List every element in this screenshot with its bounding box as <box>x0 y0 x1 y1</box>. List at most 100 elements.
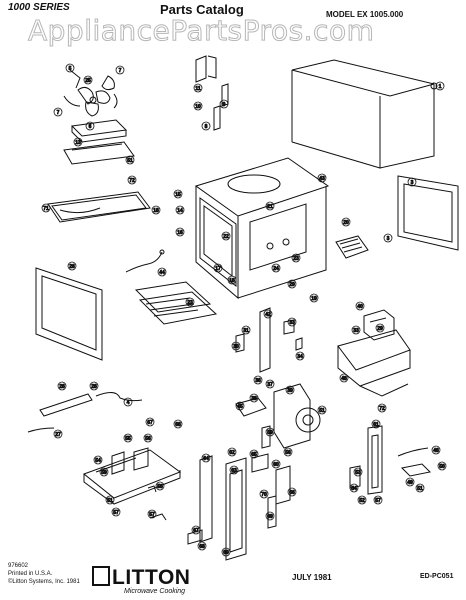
wire-lead <box>125 249 165 273</box>
svg-text:33: 33 <box>289 320 295 326</box>
series-label: 1000 SERIES <box>8 2 70 13</box>
svg-text:7: 7 <box>57 110 60 116</box>
svg-text:62: 62 <box>229 450 235 456</box>
svg-text:11: 11 <box>195 86 201 92</box>
touch-control-strip <box>349 425 432 495</box>
svg-text:40: 40 <box>357 304 363 310</box>
footer-printed: Printed in U.S.A. <box>8 571 53 577</box>
catalog-date: JULY 1981 <box>292 573 332 582</box>
svg-text:3: 3 <box>411 180 414 186</box>
svg-text:18: 18 <box>153 208 159 214</box>
svg-text:72: 72 <box>379 406 385 412</box>
callout-numbers: 5 7 25 7 6 13 51 72 71 11 10 8 9 1 3 43 … <box>41 63 447 557</box>
svg-text:51: 51 <box>319 408 325 414</box>
transformer-cover <box>337 329 411 397</box>
svg-text:51: 51 <box>417 486 423 492</box>
fan-assembly <box>63 69 118 117</box>
footer-copyright: ©Litton Systems, Inc. 1981 <box>8 579 80 585</box>
door-frame-right <box>397 175 459 251</box>
svg-text:43: 43 <box>319 176 325 182</box>
svg-text:49: 49 <box>407 480 413 486</box>
svg-text:27: 27 <box>55 432 61 438</box>
svg-text:33: 33 <box>353 328 359 334</box>
svg-text:56: 56 <box>145 436 151 442</box>
svg-text:59: 59 <box>267 430 273 436</box>
brand-logo: LITTON <box>92 566 190 590</box>
svg-text:1: 1 <box>439 84 442 90</box>
stirrer-cover <box>47 191 151 223</box>
svg-text:22: 22 <box>223 234 229 240</box>
svg-text:9: 9 <box>223 102 226 108</box>
svg-text:5: 5 <box>69 66 72 72</box>
footer-code: 976602 <box>8 563 29 569</box>
brand-logo-mark <box>92 566 110 586</box>
svg-text:19: 19 <box>311 296 317 302</box>
vent-grille <box>335 235 369 259</box>
svg-text:67: 67 <box>147 420 153 426</box>
svg-text:51: 51 <box>107 498 113 504</box>
svg-text:3: 3 <box>387 236 390 242</box>
brand-tagline: Microwave Cooking <box>124 588 186 595</box>
control-panel <box>199 453 291 561</box>
svg-text:28: 28 <box>91 384 97 390</box>
svg-text:58: 58 <box>157 484 163 490</box>
svg-text:50: 50 <box>439 464 445 470</box>
svg-text:65: 65 <box>251 452 257 458</box>
svg-text:26: 26 <box>69 264 75 270</box>
svg-text:29: 29 <box>289 282 295 288</box>
page-title: Parts Catalog <box>160 2 244 17</box>
svg-text:54: 54 <box>351 486 357 492</box>
svg-text:31: 31 <box>243 328 249 334</box>
svg-text:30: 30 <box>233 344 239 350</box>
svg-text:36: 36 <box>255 378 261 384</box>
watermark-logo: AppliancePartsPros.com <box>27 14 375 48</box>
svg-text:71: 71 <box>43 206 49 212</box>
svg-text:29: 29 <box>377 326 383 332</box>
svg-text:48: 48 <box>341 376 347 382</box>
svg-text:16: 16 <box>177 230 183 236</box>
svg-text:69: 69 <box>223 550 229 556</box>
brand-name: LITTON <box>112 566 191 589</box>
catalog-reference: ED-PC051 <box>420 573 454 580</box>
svg-text:57: 57 <box>113 510 119 516</box>
svg-text:68: 68 <box>175 422 181 428</box>
side-brackets <box>195 55 229 131</box>
svg-text:14: 14 <box>177 208 183 214</box>
svg-text:28: 28 <box>59 384 65 390</box>
svg-text:66: 66 <box>289 490 295 496</box>
svg-text:7: 7 <box>119 68 122 74</box>
svg-text:56: 56 <box>285 450 291 456</box>
svg-text:17: 17 <box>215 266 221 272</box>
svg-text:57: 57 <box>149 512 155 518</box>
svg-text:38: 38 <box>251 396 257 402</box>
interlock-switches <box>235 307 303 373</box>
model-number: MODEL EX 1005.000 <box>326 10 404 19</box>
svg-text:21: 21 <box>267 204 273 210</box>
svg-text:60: 60 <box>273 462 279 468</box>
svg-text:55: 55 <box>125 436 131 442</box>
svg-text:13: 13 <box>75 140 81 146</box>
oven-cavity <box>194 157 330 300</box>
svg-text:6: 6 <box>89 124 92 130</box>
base-plate <box>82 447 182 505</box>
svg-text:39: 39 <box>287 388 293 394</box>
svg-text:8: 8 <box>205 124 208 130</box>
svg-text:57: 57 <box>375 498 381 504</box>
svg-text:68: 68 <box>199 544 205 550</box>
svg-text:20: 20 <box>343 220 349 226</box>
svg-text:15: 15 <box>175 192 181 198</box>
fan-motor-assembly <box>235 383 321 449</box>
svg-text:45: 45 <box>237 404 243 410</box>
svg-text:53: 53 <box>355 470 361 476</box>
svg-text:59: 59 <box>101 470 107 476</box>
svg-text:44: 44 <box>159 270 165 276</box>
oven-door <box>35 267 103 361</box>
glass-tray <box>134 281 218 325</box>
svg-text:42: 42 <box>265 312 271 318</box>
svg-text:61: 61 <box>373 422 379 428</box>
outer-cabinet <box>291 59 438 169</box>
svg-text:23: 23 <box>293 256 299 262</box>
svg-text:25: 25 <box>85 78 91 84</box>
svg-text:48: 48 <box>433 448 439 454</box>
